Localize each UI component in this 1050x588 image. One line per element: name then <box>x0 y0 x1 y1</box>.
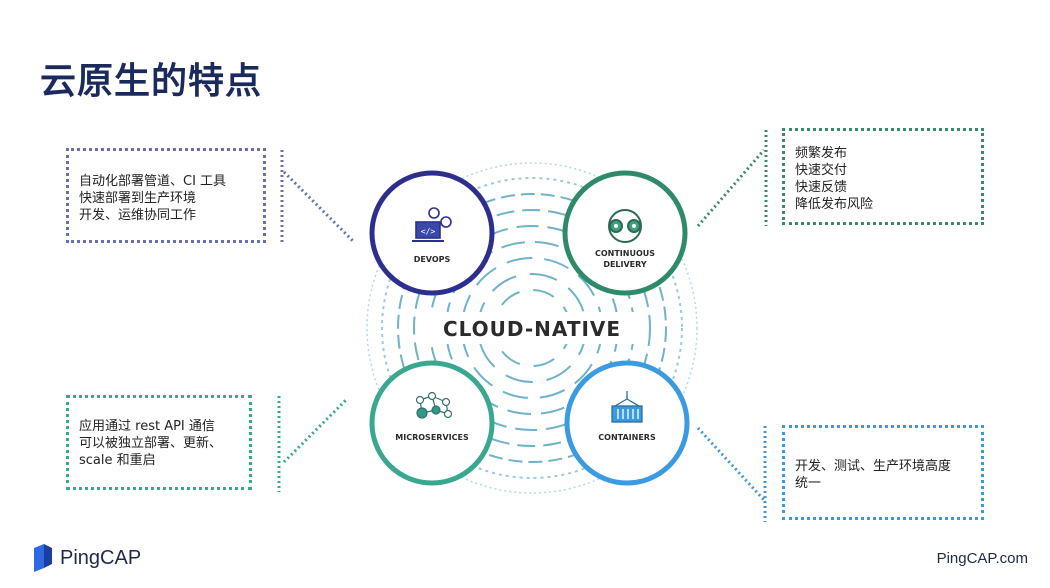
pingcap-logo: PingCAP <box>32 543 141 573</box>
note-line: 频繁发布 <box>795 146 848 161</box>
node-continuous-delivery: CONTINUOUS DELIVERY <box>562 170 688 296</box>
note-line: 应用通过 rest API 通信 <box>79 419 215 434</box>
note-microservices: 应用通过 rest API 通信 可以被独立部署、更新、 scale 和重启 <box>66 395 252 490</box>
connector-containers <box>696 426 766 502</box>
pingcap-mark-icon <box>34 544 52 572</box>
node-containers-label: CONTAINERS <box>598 433 656 442</box>
note-line: 开发、测试、生产环境高度 <box>795 459 952 474</box>
note-line: 开发、运维协同工作 <box>79 208 197 223</box>
node-devops: </> DEVOPS <box>369 170 495 296</box>
note-line: 自动化部署管道、CI 工具 <box>79 174 227 189</box>
center-label-bg <box>428 312 636 344</box>
gears-cycle-icon <box>608 209 642 243</box>
bracket-lines <box>277 130 768 522</box>
note-devops: 自动化部署管道、CI 工具 快速部署到生产环境 开发、运维协同工作 <box>66 148 266 243</box>
node-cd-label-line2: DELIVERY <box>603 260 647 269</box>
node-devops-label: DEVOPS <box>414 255 451 264</box>
node-microservices-label: MICROSERVICES <box>395 433 469 442</box>
node-microservices: MICROSERVICES <box>369 360 495 486</box>
note-containers: 开发、测试、生产环境高度 统一 <box>782 425 984 520</box>
footer-url[interactable]: PingCAP.com <box>936 550 1028 567</box>
network-nodes-icon <box>415 391 453 419</box>
node-containers: CONTAINERS <box>564 360 690 486</box>
center-label: CLOUD-NATIVE <box>443 317 621 341</box>
note-line: 快速部署到生产环境 <box>79 191 197 206</box>
note-continuous-delivery: 频繁发布 快速交付 快速反馈 降低发布风险 <box>782 128 984 225</box>
node-cd-label-line1: CONTINUOUS <box>595 249 655 258</box>
connector-microservices <box>282 398 348 464</box>
connector-cd <box>696 149 766 227</box>
note-line: 可以被独立部署、更新、 <box>79 436 223 451</box>
note-line: scale 和重启 <box>79 453 156 468</box>
note-line: 快速交付 <box>795 163 848 178</box>
connectors <box>282 149 766 502</box>
container-crane-icon <box>611 391 643 423</box>
note-line: 统一 <box>795 476 822 491</box>
code-laptop-icon: </> <box>412 207 452 242</box>
note-line: 降低发布风险 <box>795 197 874 212</box>
brand-name: PingCAP <box>60 546 142 569</box>
note-line: 快速反馈 <box>795 180 848 195</box>
connector-devops <box>282 170 356 244</box>
svg-text:</>: </> <box>421 227 436 236</box>
slide-title: 云原生的特点 <box>40 61 263 102</box>
